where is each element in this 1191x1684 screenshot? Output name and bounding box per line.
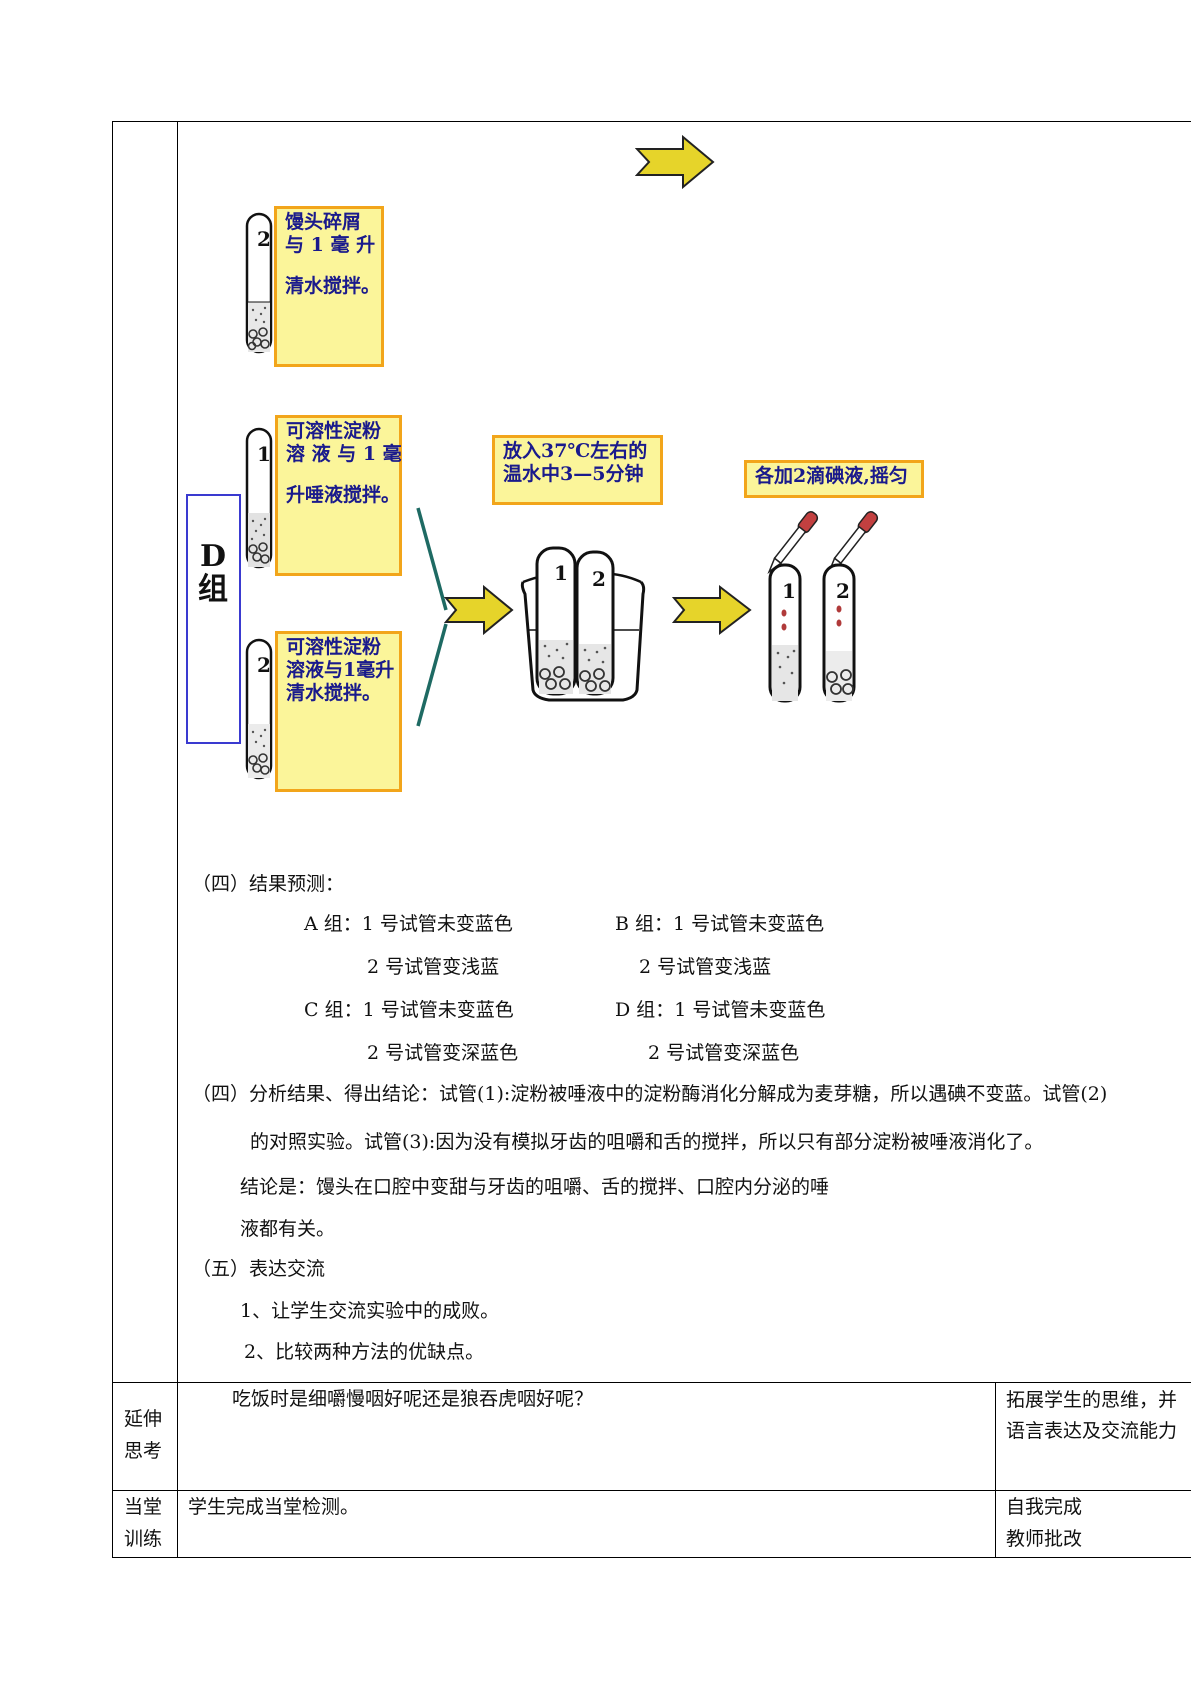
merge-lines xyxy=(416,507,448,727)
tube-label: 1 xyxy=(554,561,568,585)
prediction-d2: 2 号试管变深蓝色 xyxy=(648,1042,800,1064)
prediction-a1: A 组：1 号试管未变蓝色 xyxy=(304,913,513,935)
table-bottom-border xyxy=(112,1557,1191,1558)
table-row-divider-2 xyxy=(112,1490,1191,1491)
exchange-item-1: 1、让学生交流实验中的成败。 xyxy=(240,1300,500,1322)
row-extend-label: 延伸 思考 xyxy=(124,1408,163,1463)
row-extend-note: 拓展学生的思维，并 语言表达及交流能力 xyxy=(1006,1389,1178,1443)
prediction-d1: D 组：1 号试管未变蓝色 xyxy=(615,999,826,1021)
row-train-text: 学生完成当堂检测。 xyxy=(188,1496,360,1518)
label-box-warm-water: 放入37℃左右的 温水中3—5分钟 xyxy=(492,435,663,505)
label-box-starch-saliva: 可溶性淀粉 溶 液 与 1 毫 升唾液搅拌。 xyxy=(275,415,402,576)
beaker-icon xyxy=(520,546,646,702)
group-d-box xyxy=(186,494,241,744)
analysis-block: （四）分析结果、得出结论：试管(1):淀粉被唾液中的淀粉酶消化分解成为麦芽糖，所… xyxy=(192,1082,1191,1122)
row-train-label: 当堂 训练 xyxy=(124,1496,163,1551)
conclusion-line-2: 液都有关。 xyxy=(240,1218,336,1240)
prediction-heading: （四）结果预测： xyxy=(192,873,345,895)
table-left-border xyxy=(112,121,113,1558)
label-box-bread-water: 馒头碎屑 与 1 毫 升 清水搅拌。 xyxy=(274,206,384,367)
exchange-heading: （五）表达交流 xyxy=(192,1258,326,1280)
prediction-c2: 2 号试管变深蓝色 xyxy=(367,1042,519,1064)
prediction-a2: 2 号试管变浅蓝 xyxy=(367,956,500,978)
tube-label: 2 xyxy=(257,227,271,251)
dropper-tubes-icon xyxy=(767,511,879,703)
group-d-label: D 组 xyxy=(198,539,228,607)
table-top-border xyxy=(112,121,1191,122)
label-box-starch-water: 可溶性淀粉 溶液与1毫升 清水搅拌。 xyxy=(275,631,402,792)
tube-label: 2 xyxy=(257,653,271,677)
test-tube-icon xyxy=(245,427,273,569)
row-train-note: 自我完成 教师批改 xyxy=(1006,1496,1083,1551)
label-box-iodine: 各加2滴碘液,摇匀 xyxy=(744,460,924,498)
test-tube-icon xyxy=(245,212,273,354)
prediction-b2: 2 号试管变浅蓝 xyxy=(639,956,772,978)
conclusion-line-1: 结论是：馒头在口腔中变甜与牙齿的咀嚼、舌的搅拌、口腔内分泌的唾 xyxy=(240,1176,830,1198)
analysis-line-2: 的对照实验。试管(3):因为没有模拟牙齿的咀嚼和舌的搅拌，所以只有部分淀粉被唾液… xyxy=(250,1131,1044,1153)
test-tube-icon xyxy=(245,638,273,780)
exchange-item-2: 2、比较两种方法的优缺点。 xyxy=(244,1341,485,1363)
prediction-b1: B 组：1 号试管未变蓝色 xyxy=(615,913,825,935)
prediction-c1: C 组：1 号试管未变蓝色 xyxy=(304,999,514,1021)
tube-label: 2 xyxy=(836,579,850,603)
tube-label: 1 xyxy=(782,579,796,603)
right-arrow-icon xyxy=(635,135,715,189)
table-note-col-divider xyxy=(995,1382,996,1558)
tube-label: 2 xyxy=(592,567,606,591)
right-arrow-icon xyxy=(672,585,752,635)
table-label-col-divider xyxy=(177,121,178,1558)
analysis-line-1: （四）分析结果、得出结论：试管(1):淀粉被唾液中的淀粉酶消化分解成为麦芽糖，所… xyxy=(192,1083,1108,1105)
table-row-divider-1 xyxy=(112,1382,1191,1383)
row-extend-text: 吃饭时是细嚼慢咽好呢还是狼吞虎咽好呢？ xyxy=(232,1388,594,1410)
right-arrow-icon xyxy=(444,585,514,635)
tube-label: 1 xyxy=(257,442,271,466)
